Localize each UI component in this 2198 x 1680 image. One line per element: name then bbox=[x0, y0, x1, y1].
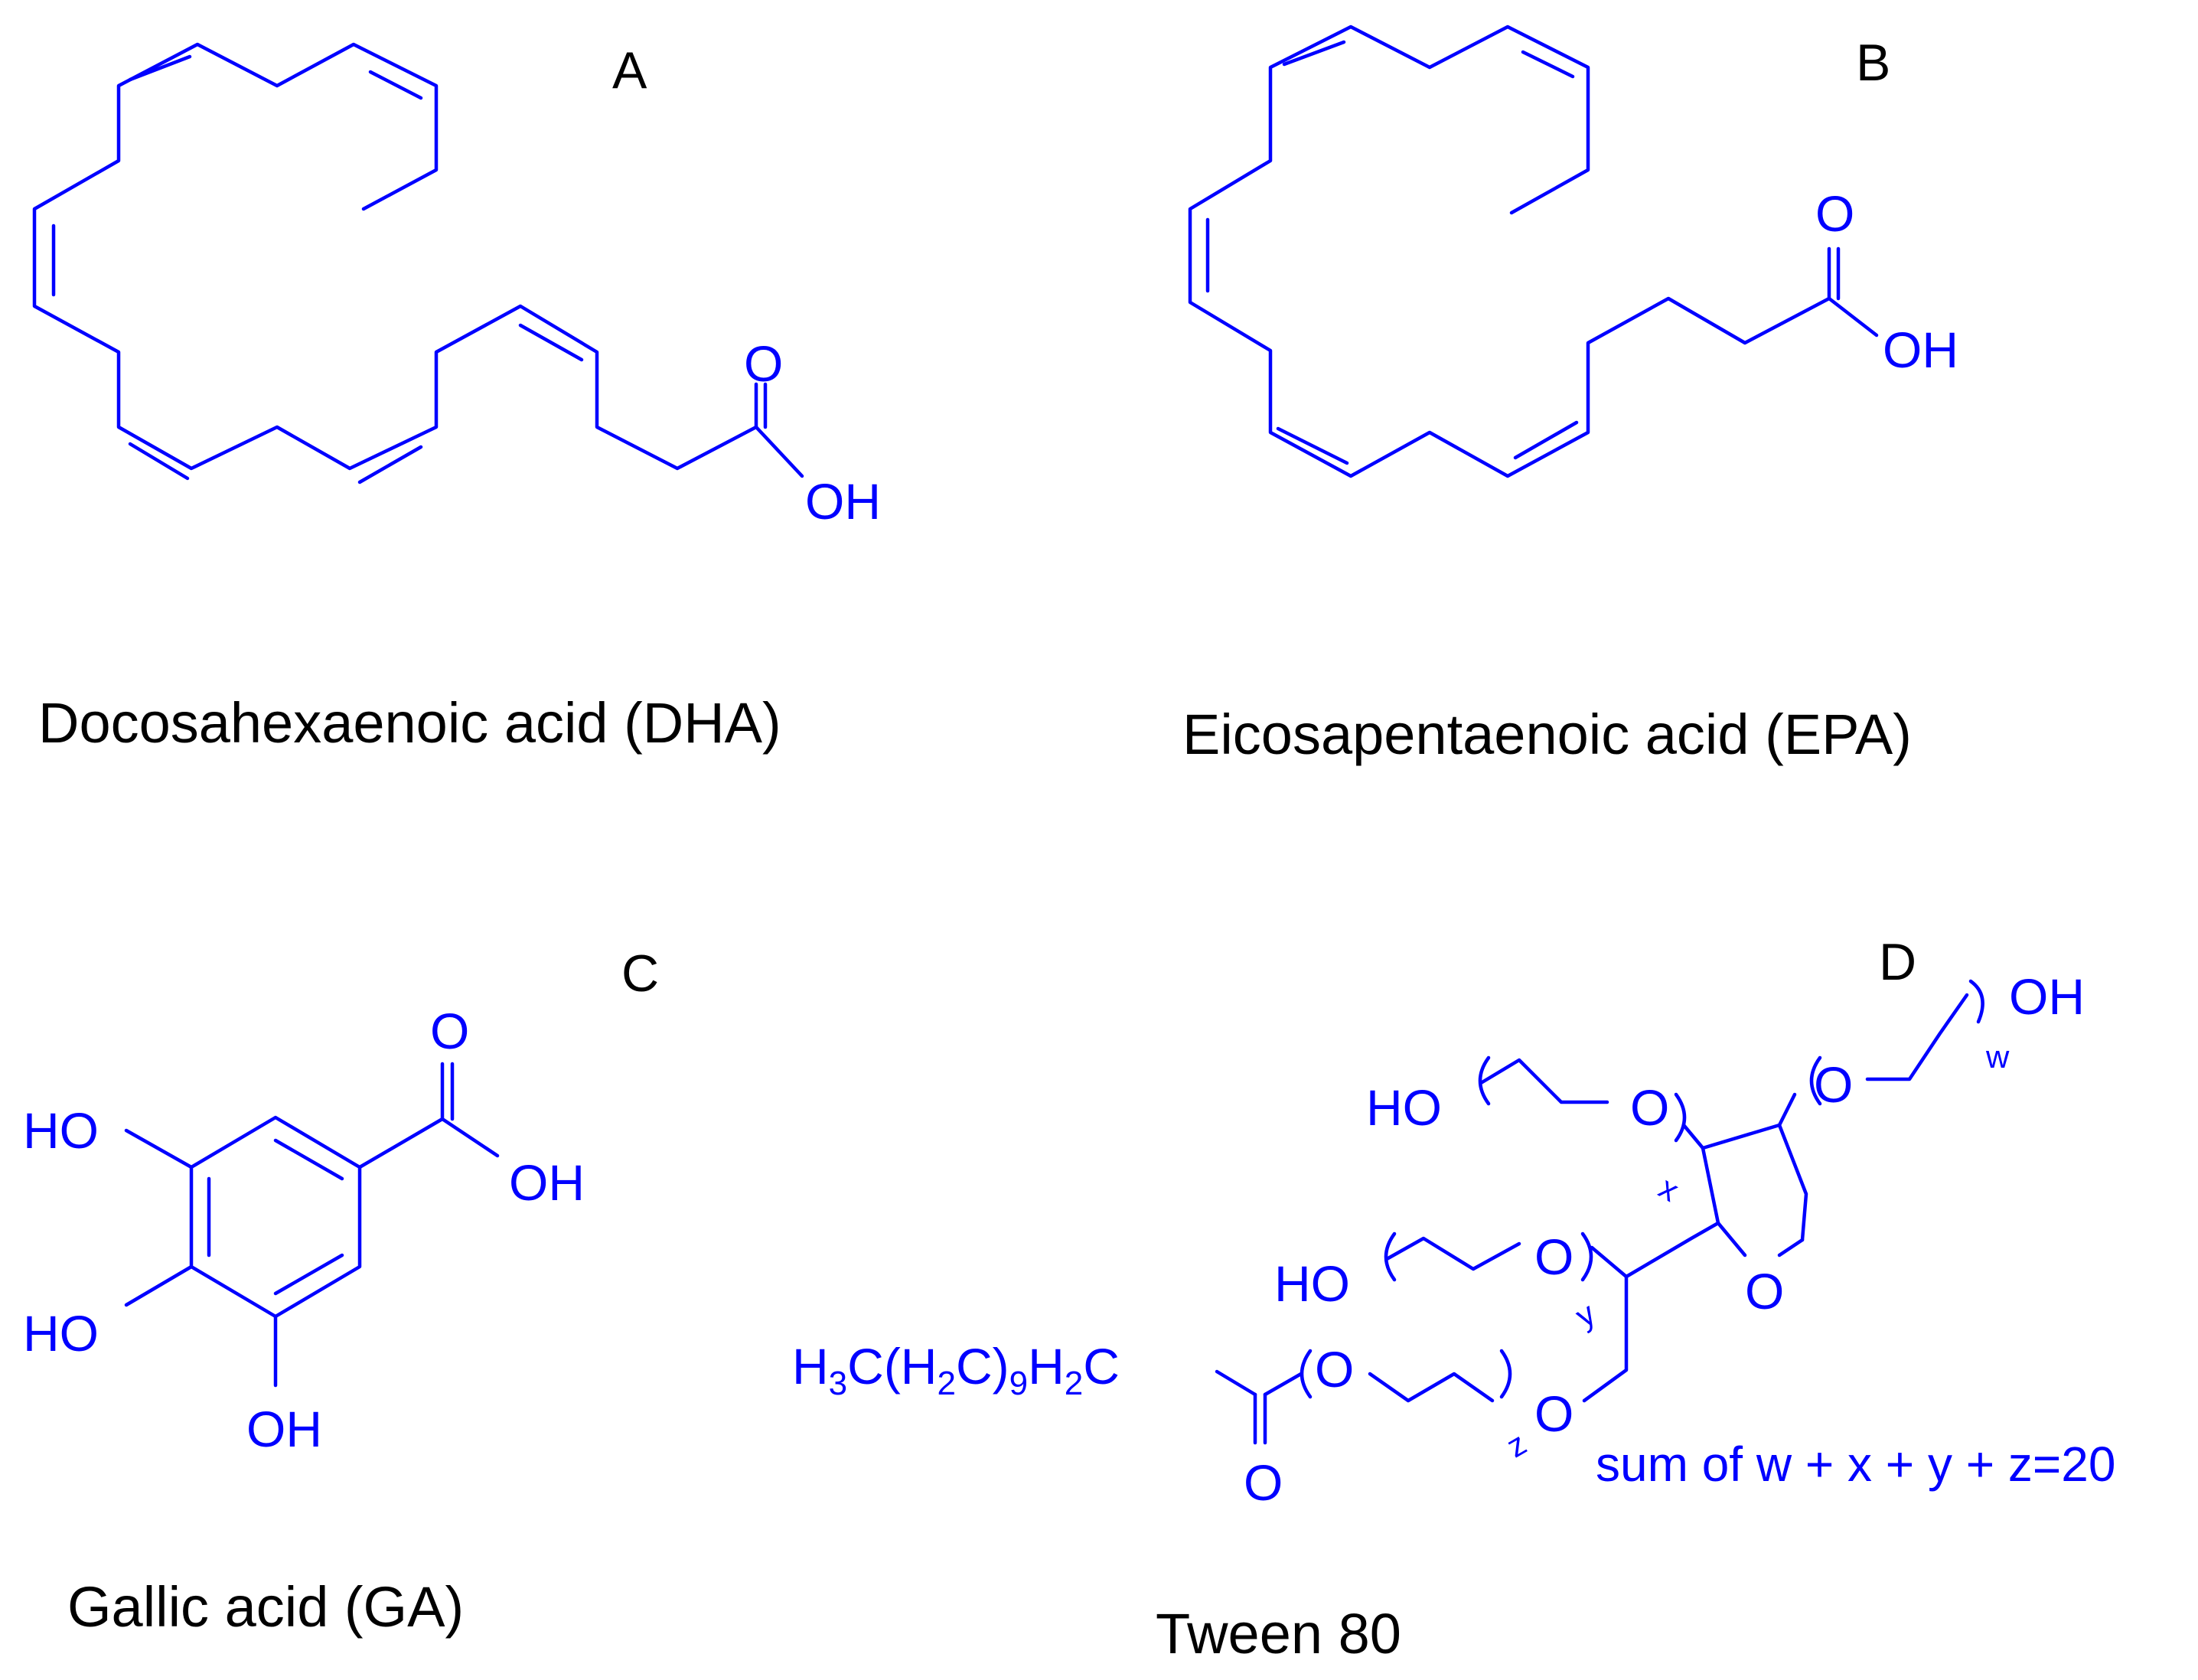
tween-y-chain bbox=[1384, 1236, 1521, 1271]
dha-double-bond-2 bbox=[128, 54, 192, 82]
tween-tail-h: H bbox=[792, 1338, 829, 1395]
dha-double-bond-5 bbox=[357, 445, 423, 484]
tween-index-w: w bbox=[1985, 1039, 2010, 1075]
panel-letter-b: B bbox=[1856, 34, 1890, 92]
dha-double-bond-6 bbox=[518, 323, 584, 362]
epa-carbonyl-oxygen: O bbox=[1815, 185, 1854, 242]
tween-z-ether-oxygen: O bbox=[1534, 1385, 1573, 1442]
tween-index-y: y bbox=[1570, 1295, 1602, 1334]
tween-tail-sub-2a: 2 bbox=[937, 1365, 955, 1402]
gallic-oh1-bond bbox=[124, 1128, 194, 1169]
tween-y-bracket-left bbox=[1384, 1231, 1397, 1282]
dha-carbon-chain bbox=[32, 42, 758, 471]
gallic-hydroxyl-1: HO bbox=[23, 1102, 99, 1159]
epa-structure: O OH bbox=[1188, 24, 1958, 478]
tween-tail-c-h: C(H bbox=[847, 1338, 937, 1395]
tween-w-bracket-left bbox=[1809, 1055, 1822, 1106]
tween-y-hydroxyl: HO bbox=[1274, 1255, 1350, 1312]
epa-double-bond-2 bbox=[1282, 40, 1346, 67]
tween-x-attach bbox=[1681, 1123, 1705, 1150]
caption-epa: Eicosapentaenoic acid (EPA) bbox=[1182, 703, 1912, 766]
tween-z-oxygen: O bbox=[1315, 1341, 1354, 1398]
tween-y-attach bbox=[1590, 1245, 1629, 1279]
epa-carbon-chain bbox=[1188, 24, 1831, 478]
tween80-structure: H3C(H2C)9H2C O O z O O HO O y HO O x bbox=[792, 968, 2085, 1511]
tween-z-chain bbox=[1368, 1372, 1495, 1403]
tween-y-oxygen: O bbox=[1534, 1228, 1573, 1285]
tween-ring-oxygen: O bbox=[1745, 1263, 1784, 1320]
panel-letter-c: C bbox=[621, 944, 659, 1003]
gallic-aromatic-bond-2 bbox=[273, 1253, 344, 1296]
gallic-acid-hydroxyl: OH bbox=[509, 1154, 585, 1211]
tween-index-z: z bbox=[1501, 1425, 1533, 1464]
epa-double-bond-5 bbox=[1513, 420, 1579, 460]
tween-ester-bond bbox=[1215, 1369, 1257, 1397]
tween-x-bracket-left bbox=[1478, 1055, 1491, 1106]
tween-ring-closure-2 bbox=[1777, 1238, 1805, 1258]
gallic-carbonyl-oxygen: O bbox=[430, 1003, 469, 1059]
tween-y-bracket-right bbox=[1580, 1231, 1593, 1282]
gallic-carboxyl-bond bbox=[357, 1117, 445, 1169]
tween-tail-c-end: C bbox=[1083, 1338, 1120, 1395]
tween-x-bracket-right bbox=[1674, 1092, 1687, 1143]
tween-x-chain bbox=[1479, 1058, 1609, 1104]
gallic-benzene-ring bbox=[189, 1115, 362, 1319]
gallic-aromatic-bond-1 bbox=[273, 1138, 344, 1181]
tween-w-bracket-right bbox=[1968, 979, 1984, 1024]
dha-double-bond-1 bbox=[368, 70, 423, 100]
tween-w-oxygen: O bbox=[1814, 1056, 1853, 1113]
epa-hydroxyl: OH bbox=[1883, 321, 1958, 378]
gallic-acid-oh-bond bbox=[440, 1117, 500, 1158]
tween-tail-sub-2b: 2 bbox=[1065, 1365, 1083, 1402]
tween-index-x: x bbox=[1653, 1169, 1685, 1209]
gallic-oh2-bond bbox=[124, 1264, 194, 1307]
tween-sum-note: sum of w + x + y + z=20 bbox=[1596, 1437, 2115, 1492]
tween-x-hydroxyl: HO bbox=[1366, 1079, 1442, 1136]
tween-w-hydroxyl: OH bbox=[2009, 968, 2085, 1025]
dha-carbonyl-oxygen: O bbox=[744, 335, 783, 392]
tween-core-chain bbox=[1582, 1221, 1720, 1403]
epa-double-bond-4 bbox=[1276, 426, 1349, 465]
tween-ring-closure bbox=[1716, 1221, 1747, 1258]
dha-structure: O OH bbox=[32, 42, 881, 530]
tween-tail-sub-9: 9 bbox=[1009, 1365, 1028, 1402]
tween-z-link-1 bbox=[1263, 1372, 1303, 1397]
caption-dha: Docosahexaenoic acid (DHA) bbox=[38, 691, 781, 755]
tween-x-oxygen: O bbox=[1630, 1079, 1669, 1136]
tween-tail-h2: H bbox=[1028, 1338, 1065, 1395]
panel-letter-a: A bbox=[612, 41, 647, 99]
panel-letter-d: D bbox=[1879, 933, 1916, 991]
tween-w-attach bbox=[1777, 1092, 1797, 1127]
tween-fatty-tail: H3C(H2C)9H2C bbox=[792, 1338, 1120, 1402]
epa-hydroxyl-bond bbox=[1827, 296, 1879, 338]
dha-double-bond-4 bbox=[128, 442, 190, 481]
epa-double-bond-1 bbox=[1521, 50, 1575, 79]
tween-z-bracket-left bbox=[1300, 1349, 1313, 1399]
dha-hydroxyl: OH bbox=[805, 473, 881, 530]
gallic-hydroxyl-3: OH bbox=[246, 1401, 322, 1457]
tween-tail-c: C) bbox=[956, 1338, 1009, 1395]
tween-tail-sub-3: 3 bbox=[829, 1365, 847, 1402]
tween-z-bracket-right bbox=[1499, 1349, 1512, 1399]
gallic-hydroxyl-2: HO bbox=[23, 1305, 99, 1362]
dha-hydroxyl-bond bbox=[754, 425, 804, 478]
gallic-acid-structure: O OH HO HO OH bbox=[23, 1003, 585, 1457]
caption-gallic-acid: Gallic acid (GA) bbox=[67, 1575, 464, 1639]
tween-w-chain bbox=[1865, 993, 1969, 1081]
tween-ester-carbonyl-oxygen: O bbox=[1244, 1454, 1283, 1511]
caption-tween80: Tween 80 bbox=[1156, 1602, 1401, 1665]
